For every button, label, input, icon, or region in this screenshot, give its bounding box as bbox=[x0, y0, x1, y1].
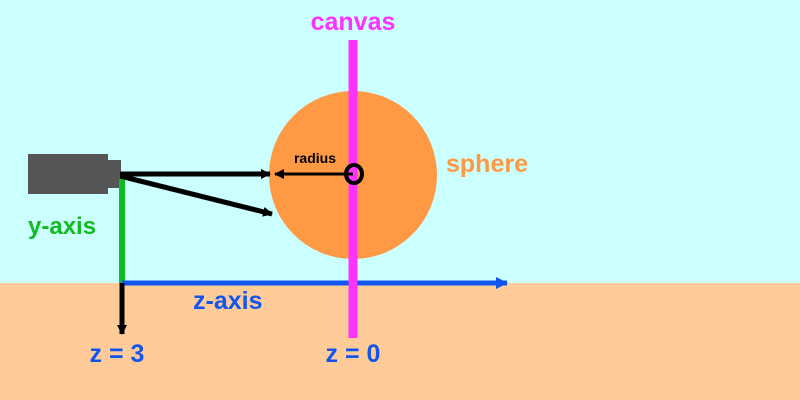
ray-diagonal bbox=[119, 173, 273, 217]
ground-background bbox=[0, 283, 800, 400]
sphere-label: sphere bbox=[446, 150, 528, 178]
camera-icon bbox=[28, 154, 121, 194]
canvas-label: canvas bbox=[311, 8, 396, 36]
z-axis-label: z-axis bbox=[193, 287, 262, 315]
y-axis-label: y-axis bbox=[28, 213, 96, 240]
z-canvas-label: z = 0 bbox=[326, 340, 381, 368]
sphere-center-dot bbox=[344, 163, 364, 185]
radius-label: radius bbox=[294, 150, 336, 166]
z-camera-label: z = 3 bbox=[90, 340, 145, 368]
radius-indicator bbox=[274, 163, 364, 185]
